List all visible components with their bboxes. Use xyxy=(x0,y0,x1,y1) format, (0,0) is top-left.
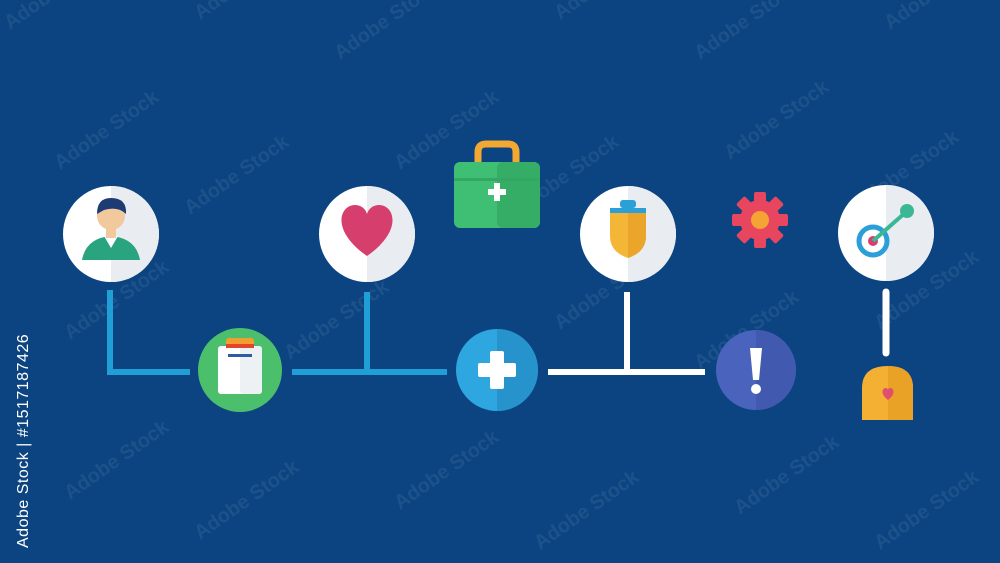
stock-id-label: Adobe Stock | #1517187426 xyxy=(15,334,32,548)
clipboard-node xyxy=(198,328,282,412)
watermark: Adobe Stock xyxy=(0,0,113,34)
watermark: Adobe Stock xyxy=(730,430,843,519)
heart-icon xyxy=(341,205,393,256)
target-icon xyxy=(856,204,914,258)
watermark: Adobe Stock xyxy=(330,0,443,64)
bell-heart-icon xyxy=(862,366,913,420)
watermark: Adobe Stock xyxy=(530,465,643,554)
doctor-icon xyxy=(82,198,140,260)
watermark: Adobe Stock xyxy=(390,425,503,514)
alert-node xyxy=(716,330,796,410)
connector-lines xyxy=(107,288,890,375)
watermark: Adobe Stock xyxy=(280,275,393,364)
plus-icon xyxy=(478,351,516,389)
watermark: Adobe Stock xyxy=(720,75,833,164)
shield-icon xyxy=(610,200,646,258)
clipboard-icon xyxy=(218,338,262,394)
shield-node xyxy=(580,186,676,282)
connector-doctor-clipboard xyxy=(107,290,190,375)
watermark: Adobe Stock xyxy=(50,85,163,174)
watermark: Adobe Stock xyxy=(880,0,993,34)
doctor-node xyxy=(63,186,159,282)
watermark: Adobe Stock xyxy=(870,465,983,554)
watermark-layer: Adobe Stock Adobe Stock Adobe Stock Adob… xyxy=(0,0,993,554)
gear-icon xyxy=(732,192,788,248)
watermark: Adobe Stock xyxy=(390,85,503,174)
watermark: Adobe Stock xyxy=(690,0,803,64)
plus-node xyxy=(456,329,538,411)
watermark: Adobe Stock xyxy=(550,0,663,24)
watermark: Adobe Stock xyxy=(190,0,303,24)
heart-node xyxy=(319,186,415,282)
watermark: Adobe Stock xyxy=(190,455,303,544)
watermark: Adobe Stock xyxy=(60,415,173,504)
alert-icon xyxy=(750,348,762,394)
target-node xyxy=(838,185,934,281)
watermark: Adobe Stock xyxy=(180,130,293,219)
medkit-icon xyxy=(454,140,540,228)
